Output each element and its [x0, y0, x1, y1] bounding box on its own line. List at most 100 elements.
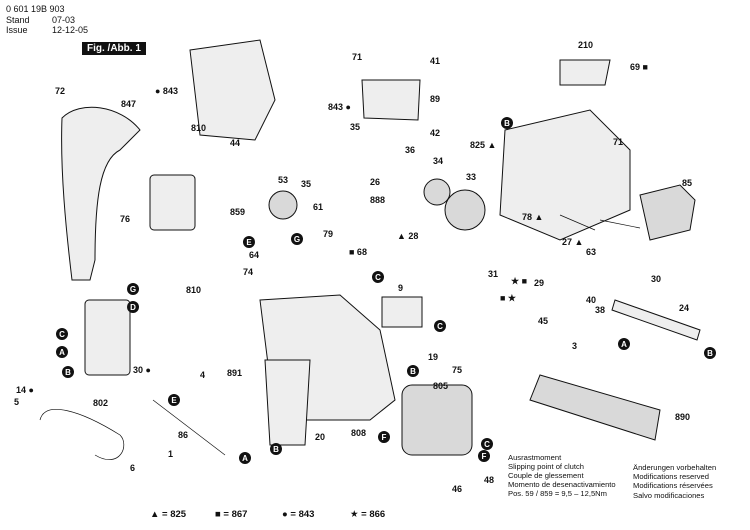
- callout-badge-c: C: [372, 271, 384, 283]
- callout-label: ▲ 28: [397, 231, 418, 241]
- callout-label: 86: [178, 430, 188, 440]
- callout-badge-e: E: [243, 236, 255, 248]
- callout-badge-b: B: [407, 365, 419, 377]
- svg-text:F: F: [482, 452, 487, 461]
- callout-label: 859: [230, 207, 245, 217]
- callout-label: 69 ■: [630, 62, 648, 72]
- cover-89: [361, 79, 421, 121]
- callout-label: 808: [351, 428, 366, 438]
- callout-label: 75: [452, 365, 462, 375]
- callout-badge-c: C: [481, 438, 493, 450]
- callout-label: 71: [613, 137, 623, 147]
- note-line: Modifications reserved: [633, 472, 709, 482]
- svg-text:G: G: [294, 235, 300, 244]
- callout-badge-b: B: [704, 347, 716, 359]
- callout-badge-a: A: [56, 346, 68, 358]
- callout-label: 35: [301, 179, 311, 189]
- callout-label: 53: [278, 175, 288, 185]
- callout-label: 27 ▲: [562, 237, 583, 247]
- cord-805: [39, 409, 125, 461]
- callout-label: 19: [428, 352, 438, 362]
- svg-text:C: C: [437, 322, 443, 331]
- callout-label: 45: [538, 316, 548, 326]
- callout-label: ★ ■: [511, 276, 527, 286]
- callout-label: 1: [168, 449, 173, 459]
- callout-label: 847: [121, 99, 136, 109]
- svg-text:B: B: [410, 367, 416, 376]
- callout-label: 888: [370, 195, 385, 205]
- callout-label: 5: [14, 397, 19, 407]
- callout-label: 46: [452, 484, 462, 494]
- callout-label: 61: [313, 202, 323, 212]
- callout-badge-g: G: [291, 233, 303, 245]
- callout-label: 40: [586, 295, 596, 305]
- callout-label: 44: [230, 138, 240, 148]
- part-shapes: [39, 39, 701, 461]
- callout-badge-a: A: [618, 338, 630, 350]
- svg-text:A: A: [242, 454, 248, 463]
- callout-label: 79: [323, 229, 333, 239]
- gear-34: [423, 178, 451, 206]
- callout-label: 802: [93, 398, 108, 408]
- callout-label: 76: [120, 214, 130, 224]
- callout-label: 72: [55, 86, 65, 96]
- svg-text:C: C: [484, 440, 490, 449]
- gear-859: [268, 190, 298, 220]
- callout-label: 805: [433, 381, 448, 391]
- callout-label: 41: [430, 56, 440, 66]
- svg-text:B: B: [65, 368, 71, 377]
- gear-casing-843: [189, 39, 276, 141]
- label-9: [381, 296, 423, 328]
- callout-label: 78 ▲: [522, 212, 543, 222]
- callout-badge-f: F: [378, 431, 390, 443]
- svg-text:A: A: [621, 340, 627, 349]
- callout-label: 36: [405, 145, 415, 155]
- callout-label: 31: [488, 269, 498, 279]
- callout-badge-d: D: [127, 301, 139, 313]
- stand-value: 07-03: [52, 15, 76, 25]
- callout-label: 825 ▲: [470, 140, 496, 150]
- callout-label: 4: [200, 370, 205, 380]
- callout-label: ■ 68: [349, 247, 367, 257]
- callout-badge-c: C: [56, 328, 68, 340]
- svg-text:E: E: [246, 238, 252, 247]
- issue-label: Issue: [6, 25, 28, 35]
- figure-tag: Fig. /Abb. 1: [82, 42, 146, 55]
- legend-line: Momento de desenactivamiento: [508, 480, 616, 489]
- rod-86: [152, 399, 226, 456]
- svg-text:G: G: [130, 285, 136, 294]
- spindle-24: [611, 299, 701, 341]
- svg-text:B: B: [504, 119, 510, 128]
- callout-label: 42: [430, 128, 440, 138]
- gear-housing-825: [499, 109, 631, 241]
- callout-label: 34: [433, 156, 443, 166]
- svg-text:D: D: [130, 303, 136, 312]
- svg-text:E: E: [171, 396, 177, 405]
- svg-text:F: F: [382, 433, 387, 442]
- svg-text:B: B: [707, 349, 713, 358]
- handle-847: [61, 106, 141, 281]
- callout-label: 30 ●: [133, 365, 151, 375]
- callout-badge-b: B: [501, 117, 513, 129]
- armature-3: [529, 374, 661, 441]
- rod-63: [559, 214, 596, 231]
- callout-label: 64: [249, 250, 259, 260]
- callout-label: 6: [130, 463, 135, 473]
- callout-label: 74: [243, 267, 253, 277]
- callout-label: 35: [350, 122, 360, 132]
- callout-label: 33: [466, 172, 476, 182]
- stand-label: Stand: [6, 15, 30, 25]
- footer-key-triangle: ▲ = 825: [150, 509, 187, 520]
- callout-label: 810: [191, 123, 206, 133]
- callout-label: 9: [398, 283, 403, 293]
- clutch-legend: Ausrastmoment Slipping point of clutch C…: [508, 453, 628, 498]
- svg-text:C: C: [59, 330, 65, 339]
- switch-76: [149, 174, 196, 231]
- part-number: 0 601 19B 903: [6, 4, 65, 14]
- callout-label: 48: [484, 475, 494, 485]
- plate-210: [559, 59, 611, 86]
- callout-label: 14 ●: [16, 385, 34, 395]
